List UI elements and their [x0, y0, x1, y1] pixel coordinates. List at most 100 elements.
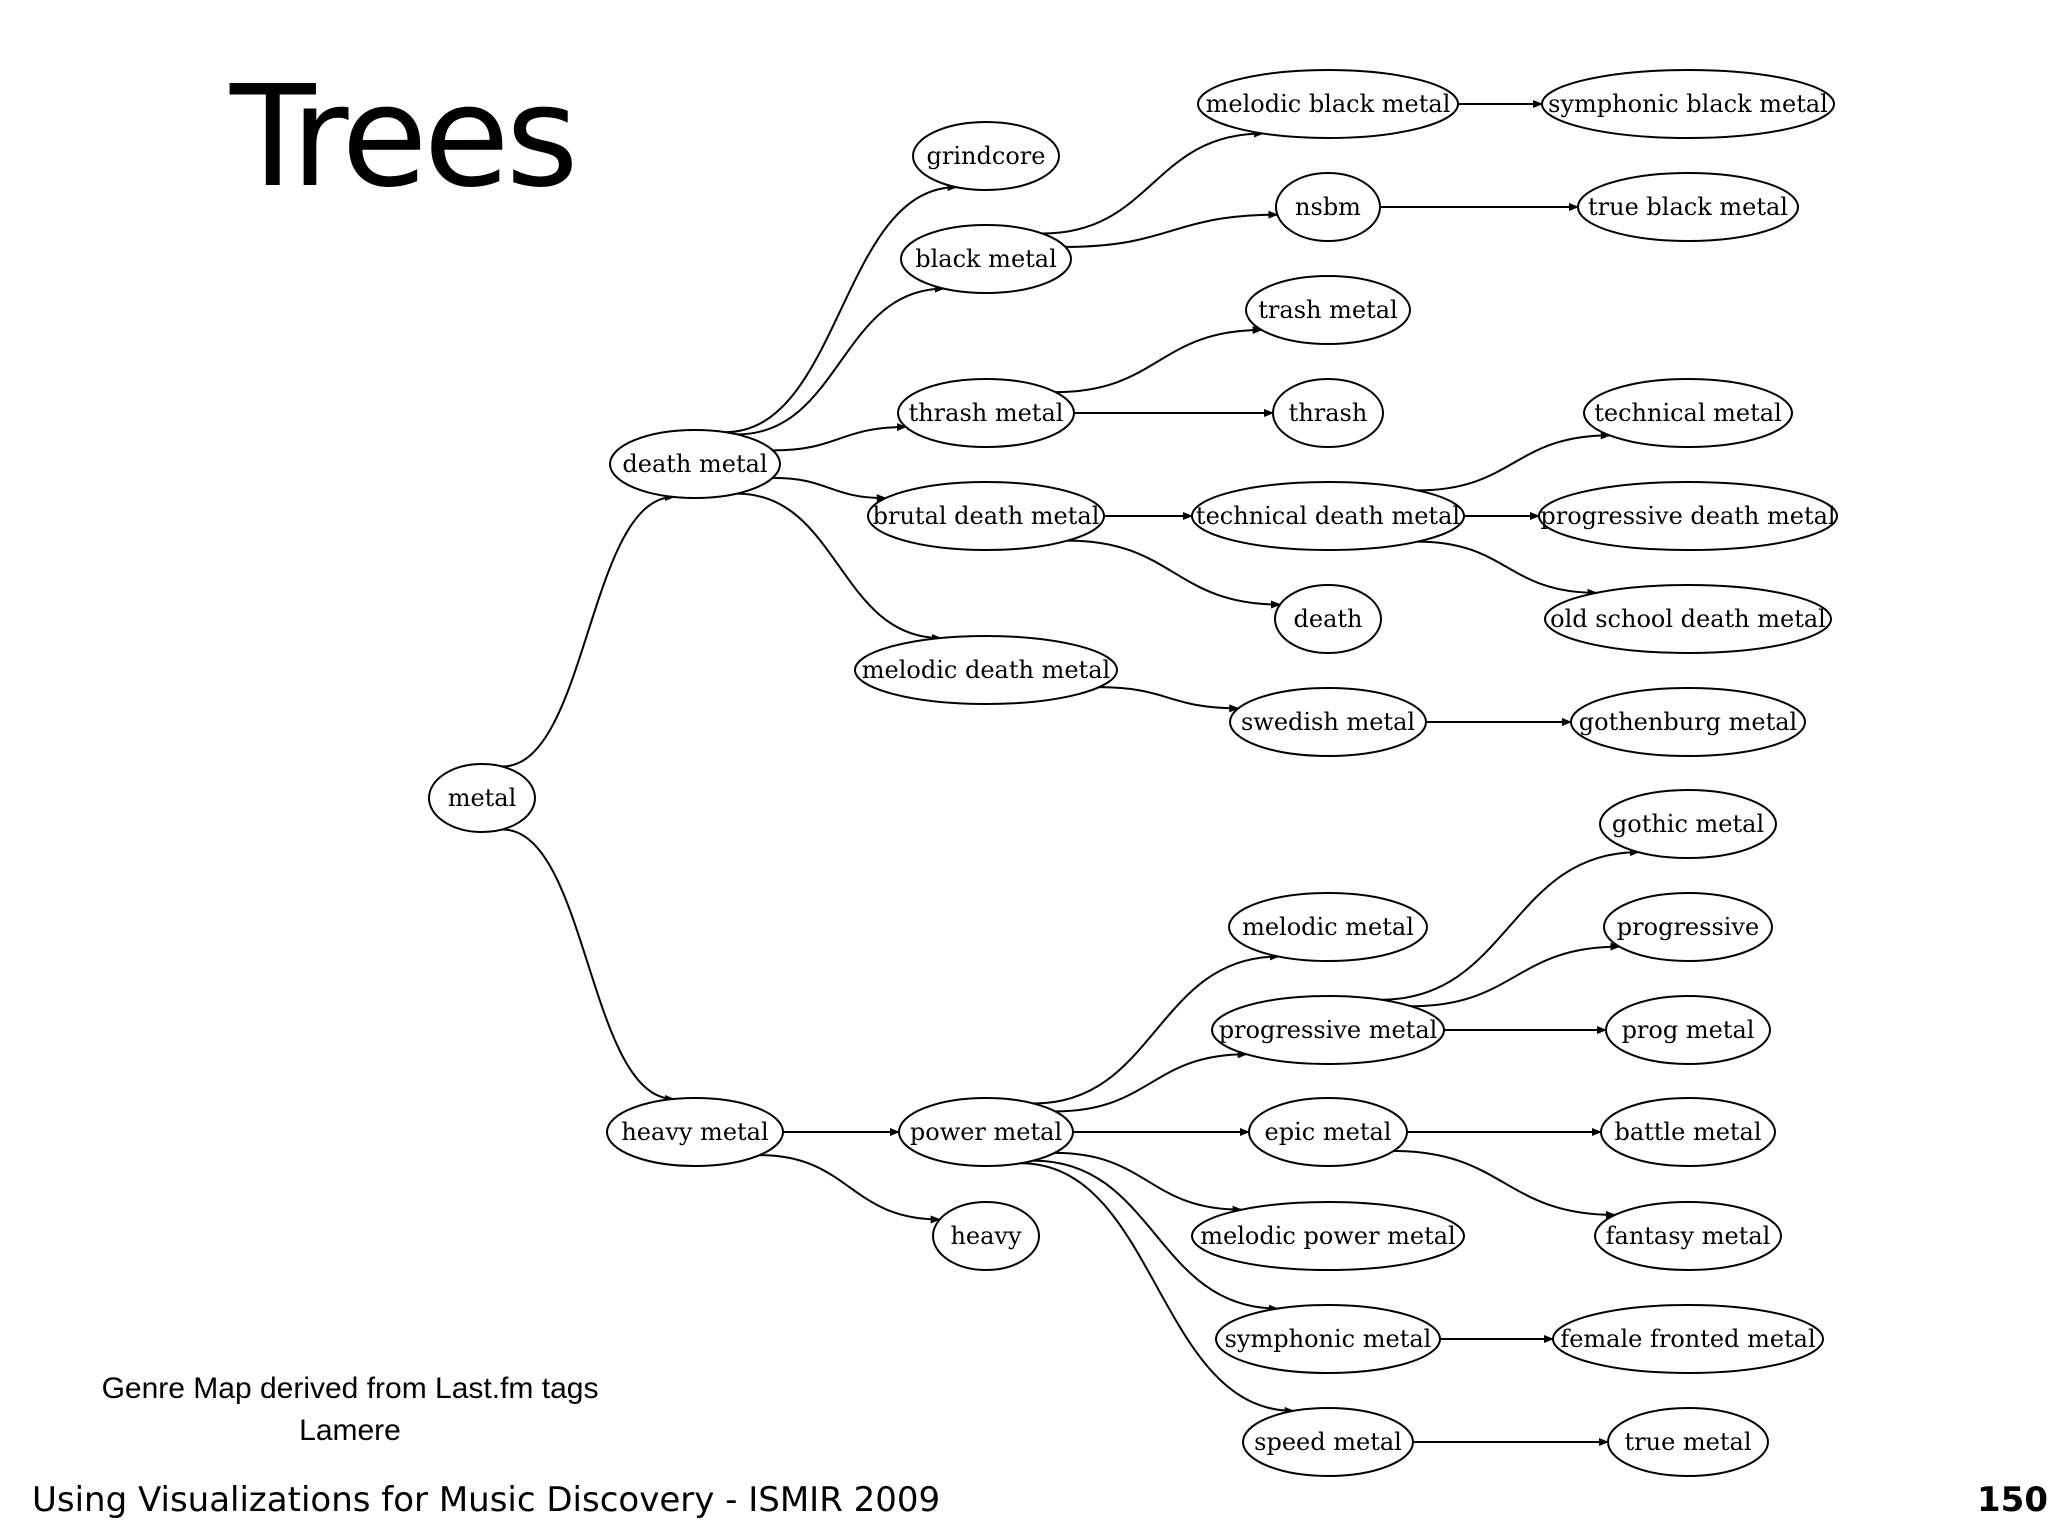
node-label: trash metal — [1258, 296, 1397, 324]
node-label: nsbm — [1295, 193, 1361, 221]
node-death: death — [1274, 584, 1382, 654]
node-ellipse — [428, 763, 536, 833]
node-label: female fronted metal — [1560, 1325, 1815, 1353]
node-ellipse — [1599, 789, 1777, 859]
node-ellipse — [1541, 69, 1835, 139]
node-label: heavy — [950, 1222, 1022, 1250]
node-ellipse — [1544, 584, 1832, 654]
node-label: prog metal — [1622, 1016, 1755, 1044]
node-ellipse — [1191, 481, 1465, 551]
node-heavy-metal: heavy metal — [606, 1097, 784, 1167]
node-ellipse — [1229, 687, 1427, 757]
caption-line-author: Lamere — [299, 1414, 401, 1447]
edge-death-metal-to-thrash-metal — [772, 423, 907, 452]
node-ellipse — [867, 481, 1105, 551]
node-power-metal: power metal — [898, 1097, 1074, 1167]
node-melodic-power-metal: melodic power metal — [1191, 1201, 1465, 1271]
node-black-metal: black metal — [900, 224, 1072, 294]
edge-progressive-metal-to-gothic-metal — [1380, 848, 1640, 1001]
node-label: progressive — [1617, 913, 1759, 941]
node-label: death — [1294, 605, 1363, 633]
node-battle-metal: battle metal — [1600, 1097, 1776, 1167]
edge-death-metal-to-black-metal — [736, 284, 946, 436]
node-gothic-metal: gothic metal — [1599, 789, 1777, 859]
node-label: fantasy metal — [1606, 1222, 1771, 1250]
node-melodic-death-metal: melodic death metal — [854, 635, 1118, 705]
node-ellipse — [1275, 172, 1381, 242]
node-metal: metal — [428, 763, 536, 833]
node-label: power metal — [910, 1118, 1062, 1146]
node-technical-metal: technical metal — [1583, 378, 1793, 448]
node-label: death metal — [622, 450, 767, 478]
edge-metal-to-heavy-metal — [502, 828, 675, 1103]
node-ellipse — [1605, 995, 1771, 1065]
edge-black-metal-to-nsbm — [1065, 210, 1279, 248]
node-label: gothic metal — [1612, 810, 1764, 838]
edge-metal-to-death-metal — [502, 492, 675, 768]
node-true-black-metal: true black metal — [1577, 172, 1799, 242]
node-label: swedish metal — [1241, 708, 1415, 736]
node-epic-metal: epic metal — [1248, 1097, 1408, 1167]
node-ellipse — [1603, 892, 1773, 962]
node-thrash: thrash — [1272, 378, 1384, 448]
node-label: speed metal — [1254, 1428, 1402, 1456]
node-grindcore: grindcore — [912, 121, 1060, 191]
node-label: symphonic black metal — [1548, 90, 1828, 118]
node-label: battle metal — [1614, 1118, 1761, 1146]
edge-death-metal-to-brutal-death-metal — [772, 476, 887, 503]
page-number: 150 — [1977, 1480, 2048, 1520]
node-old-school-death-metal: old school death metal — [1544, 584, 1832, 654]
node-melodic-black-metal: melodic black metal — [1197, 69, 1459, 139]
nodes-layer: metal death metal heavy metal grindcore blac… — [428, 69, 1838, 1477]
node-symphonic-black-metal: symphonic black metal — [1541, 69, 1835, 139]
node-label: thrash metal — [909, 399, 1064, 427]
node-ellipse — [1242, 1407, 1414, 1477]
node-label: grindcore — [927, 142, 1046, 170]
node-label: true metal — [1625, 1428, 1752, 1456]
node-true-metal: true metal — [1607, 1407, 1769, 1477]
node-label: melodic power metal — [1200, 1222, 1455, 1250]
node-ellipse — [932, 1201, 1040, 1271]
node-ellipse — [1228, 892, 1428, 962]
edge-power-metal-to-speed-metal — [1020, 1162, 1295, 1415]
node-nsbm: nsbm — [1275, 172, 1381, 242]
slide-title: Trees — [230, 56, 579, 219]
edge-epic-metal-to-fantasy-metal — [1393, 1149, 1617, 1219]
node-progressive-death-metal: progressive death metal — [1538, 481, 1838, 551]
node-ellipse — [1600, 1097, 1776, 1167]
node-label: heavy metal — [621, 1118, 768, 1146]
node-label: technical death metal — [1196, 502, 1460, 530]
edges-layer — [502, 100, 1640, 1446]
node-label: black metal — [915, 245, 1057, 273]
node-ellipse — [1570, 687, 1806, 757]
node-female-fronted-metal: female fronted metal — [1552, 1304, 1824, 1374]
edge-black-metal-to-melodic-black-metal — [1042, 129, 1265, 235]
node-label: thrash — [1289, 399, 1368, 427]
edge-power-metal-to-melodic-power-metal — [1054, 1151, 1243, 1214]
edge-power-metal-to-symphonic-metal — [1033, 1159, 1279, 1313]
footer-text: Using Visualizations for Music Discovery… — [32, 1480, 941, 1520]
node-ellipse — [1245, 275, 1411, 345]
node-death-metal: death metal — [609, 429, 781, 499]
node-ellipse — [900, 224, 1072, 294]
node-ellipse — [897, 378, 1075, 448]
node-label: melodic black metal — [1206, 90, 1451, 118]
node-ellipse — [1191, 1201, 1465, 1271]
node-label: progressive death metal — [1540, 502, 1835, 530]
node-ellipse — [898, 1097, 1074, 1167]
edge-power-metal-to-melodic-metal — [1033, 952, 1280, 1105]
node-fantasy-metal: fantasy metal — [1594, 1201, 1782, 1271]
node-label: true black metal — [1588, 193, 1788, 221]
node-prog-metal: prog metal — [1605, 995, 1771, 1065]
node-technical-death-metal: technical death metal — [1191, 481, 1465, 551]
edge-thrash-metal-to-trash-metal — [1055, 325, 1263, 394]
node-progressive: progressive — [1603, 892, 1773, 962]
node-ellipse — [1248, 1097, 1408, 1167]
edge-technical-death-metal-to-technical-metal — [1417, 431, 1611, 492]
node-label: technical metal — [1594, 399, 1782, 427]
edge-heavy-metal-to-heavy — [759, 1154, 941, 1224]
node-label: epic metal — [1265, 1118, 1392, 1146]
node-label: brutal death metal — [873, 502, 1100, 530]
node-ellipse — [1215, 1304, 1441, 1374]
edge-technical-death-metal-to-old-school-death-metal — [1417, 540, 1598, 597]
